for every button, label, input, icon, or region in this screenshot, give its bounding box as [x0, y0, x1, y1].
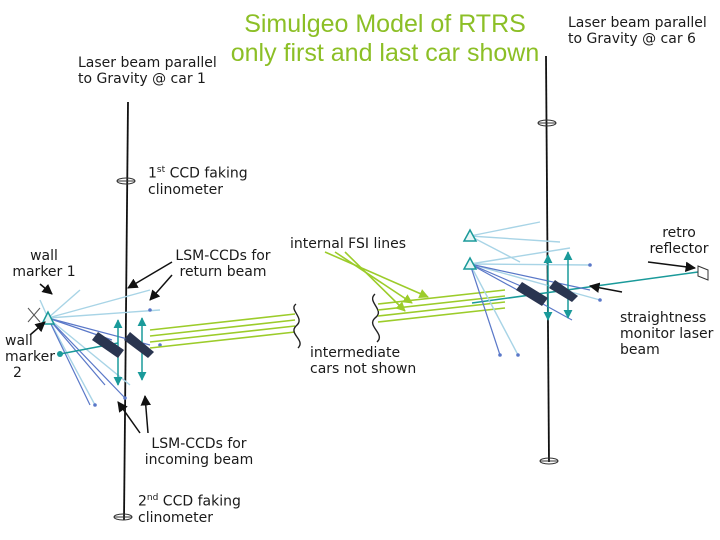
- beam-car6-label-line1: Laser beam parallel: [568, 15, 707, 31]
- lsm-incoming-label: LSM-CCDs for incoming beam: [140, 436, 258, 468]
- lsm-return-label: LSM-CCDs for return beam: [168, 248, 278, 280]
- wall1-line2: marker 1: [12, 264, 76, 280]
- ccd1-clinometer-label: 1st CCD faking clinometer: [148, 162, 248, 198]
- ccd1-number: 1: [148, 165, 157, 182]
- ccd1-sup: st: [156, 165, 166, 175]
- wall1-line1: wall: [30, 248, 58, 264]
- car6-optics: [516, 280, 578, 306]
- wall-marker-1-triangle: [40, 310, 56, 325]
- lsm-return-line1: LSM-CCDs for: [175, 248, 271, 264]
- ccd2-text: CCD faking: [158, 493, 241, 510]
- title-line-1: Simulgeo Model of RTRS: [244, 10, 526, 38]
- beam-car6-label: Laser beam parallel to Gravity @ car 6: [568, 15, 707, 47]
- label-arrows: [29, 261, 697, 434]
- wall-marker-2-label: wall marker 2: [5, 333, 55, 381]
- intermediate-line1: intermediate: [310, 345, 401, 361]
- clinometer-ccd-marks: [113, 119, 559, 521]
- fsi-label-arrows: [324, 251, 429, 312]
- diagram-title: Simulgeo Model of RTRS only first and la…: [225, 10, 545, 68]
- ccd2-number: 2: [138, 493, 147, 510]
- ccd2-sup: nd: [146, 493, 159, 503]
- beam-start-dot: [57, 351, 63, 357]
- fsi-lines-label: internal FSI lines: [290, 236, 406, 252]
- beam-car6-label-line2: to Gravity @ car 6: [568, 31, 696, 47]
- beam-car1-label-line1: Laser beam parallel: [78, 55, 217, 71]
- retro-line2: reflector: [649, 241, 709, 257]
- vertical-beam-car1: [123, 101, 129, 521]
- retro-reflector-label: retro reflector: [640, 225, 718, 257]
- ccd2-line2: clinometer: [138, 509, 214, 526]
- wall2-line2: marker: [5, 349, 55, 365]
- ccd2-clinometer-label: 2nd CCD faking clinometer: [138, 490, 241, 526]
- lsm-incoming-line2: incoming beam: [144, 452, 254, 468]
- car6-lsm-ccds: [543, 251, 573, 321]
- break-squiggle-right: [372, 293, 380, 343]
- car1-fsi-lines: [149, 313, 296, 349]
- wall2-line1: wall: [5, 333, 33, 349]
- car1-ray-dots: [93, 308, 162, 407]
- straightness-monitor-label: straightness monitor laser beam: [620, 310, 713, 358]
- wall2-line3: 2: [13, 365, 22, 381]
- lsm-return-line2: return beam: [179, 264, 267, 280]
- intermediate-cars-label: intermediate cars not shown: [310, 345, 416, 377]
- beam-car1-label-line2: to Gravity @ car 1: [78, 71, 206, 87]
- intermediate-line2: cars not shown: [310, 361, 417, 377]
- wall-marker-1-label: wall marker 1: [8, 248, 80, 280]
- wall-marker-2-cross: [27, 307, 41, 323]
- retro-line1: retro: [662, 225, 696, 241]
- ccd1-text: CCD faking: [165, 165, 248, 182]
- car6-light-rays: [469, 221, 601, 356]
- break-squiggle-left: [293, 303, 301, 349]
- car6-ray-dots: [498, 263, 602, 357]
- title-line-2: only first and last car shown: [230, 39, 540, 67]
- car6-triangles: [462, 228, 478, 270]
- car1-optics: [92, 332, 154, 358]
- ccd1-line2: clinometer: [148, 181, 224, 198]
- retro-reflector-shape: [697, 265, 709, 281]
- straight-line2: monitor laser: [620, 326, 714, 342]
- straight-line1: straightness: [620, 310, 707, 326]
- lsm-incoming-line1: LSM-CCDs for: [151, 436, 247, 452]
- beam-car1-label: Laser beam parallel to Gravity @ car 1: [78, 55, 217, 87]
- straight-line3: beam: [620, 342, 660, 358]
